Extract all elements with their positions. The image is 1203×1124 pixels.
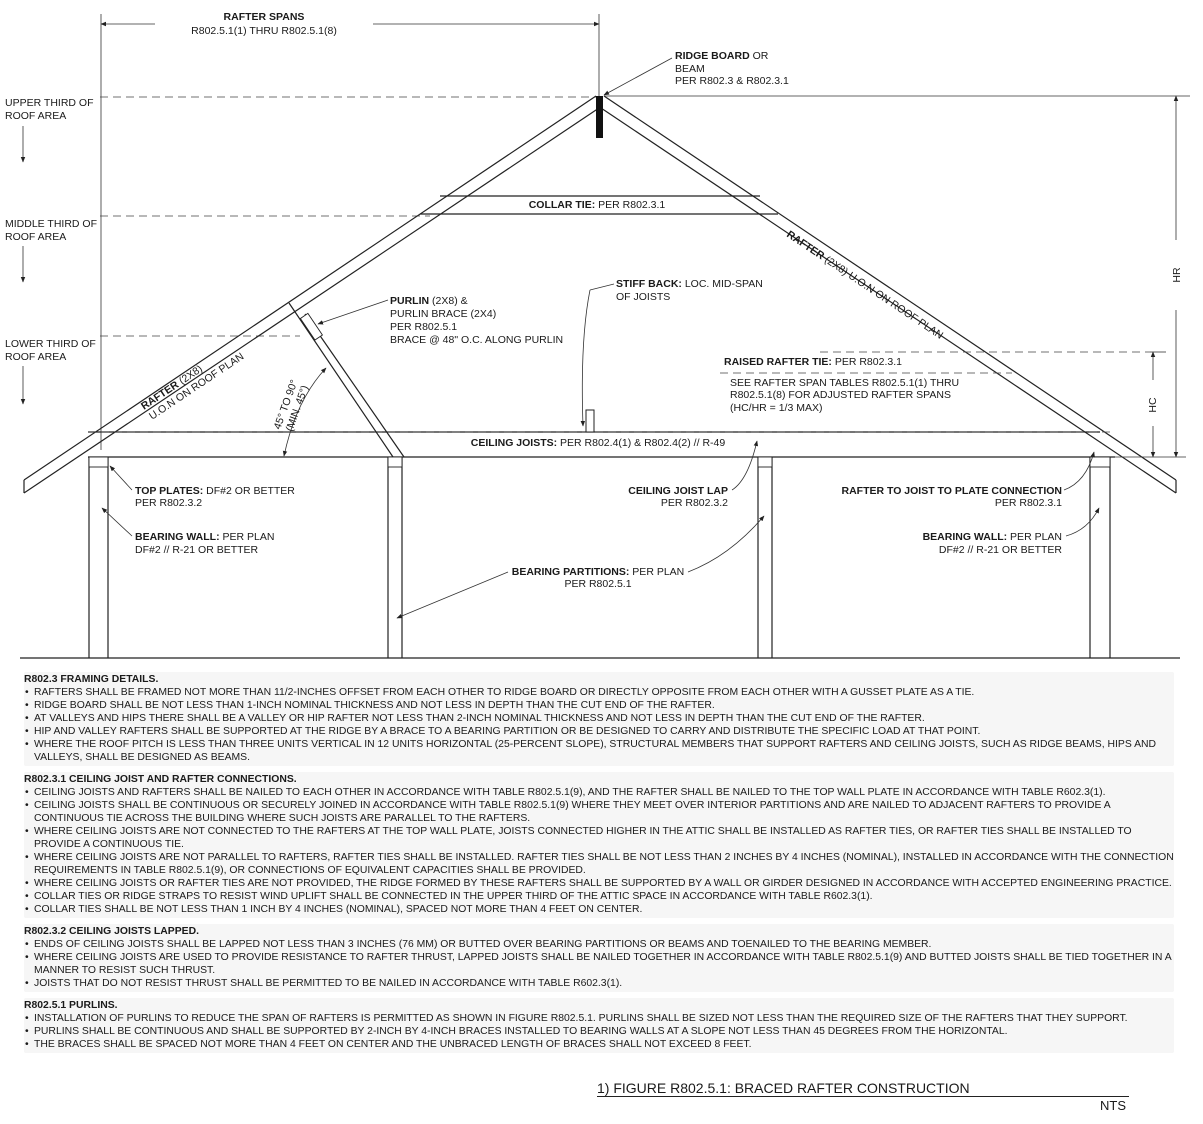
rafter-joist-connection-label-2: PER R802.3.1 xyxy=(995,497,1062,509)
section-joist-rafter-connections: R802.3.1 CEILING JOIST AND RAFTER CONNEC… xyxy=(24,772,1174,918)
height-dimensions: HR HC xyxy=(604,95,1190,458)
list-item: HIP AND VALLEY RAFTERS SHALL BE SUPPORTE… xyxy=(24,725,1174,738)
figure-title-underline xyxy=(597,1096,1129,1097)
bearing-wall-left-callout: BEARING WALL: PER PLAN DF#2 // R-21 OR B… xyxy=(101,507,274,556)
collar-tie: COLLAR TIE: PER R802.3.1 xyxy=(420,195,778,215)
figure-title: 1) FIGURE R802.5.1: BRACED RAFTER CONSTR… xyxy=(597,1080,970,1096)
raised-rafter-tie-callout: RAISED RAFTER TIE: PER R802.3.1 SEE RAFT… xyxy=(722,354,964,416)
rafter-spans-title: RAFTER SPANS xyxy=(224,11,305,23)
hr-label: HR xyxy=(1171,267,1183,283)
ridge-board xyxy=(596,96,603,138)
raised-rafter-tie-label: RAISED RAFTER TIE: PER R802.3.1 xyxy=(724,356,902,368)
brace-angle-callout: 45° TO 90° (MIN. 45°) xyxy=(272,367,327,457)
purlin-brace xyxy=(288,302,405,458)
rafter-spans-dimension: RAFTER SPANS R802.5.1(1) THRU R802.5.1(8… xyxy=(100,7,600,450)
collar-tie-label: COLLAR TIE: PER R802.3.1 xyxy=(529,199,666,211)
rafter-section-drawing: RAFTER SPANS R802.5.1(1) THRU R802.5.1(8… xyxy=(5,7,1190,659)
section-purlins: R802.5.1 PURLINS. INSTALLATION OF PURLIN… xyxy=(24,998,1174,1053)
rafter-left-callout: RAFTER (2X8) U.O.N ON ROOF PLAN xyxy=(139,351,246,423)
roof-rafters xyxy=(23,95,1177,494)
upper-third-label-1: UPPER THIRD OF xyxy=(5,97,93,109)
list-item: JOISTS THAT DO NOT RESIST THRUST SHALL B… xyxy=(24,977,1174,990)
nts-label: NTS xyxy=(1100,1098,1126,1113)
walls xyxy=(20,456,1180,659)
middle-third-label-2: ROOF AREA xyxy=(5,231,66,243)
purlin-callout: PURLIN (2X8) & PURLIN BRACE (2X4) PER R8… xyxy=(317,295,563,346)
section-title: R802.3.2 CEILING JOISTS LAPPED. xyxy=(24,926,199,937)
section-framing-details: R802.3 FRAMING DETAILS. RAFTERS SHALL BE… xyxy=(24,672,1174,766)
list-item: INSTALLATION OF PURLINS TO REDUCE THE SP… xyxy=(24,1012,1174,1025)
ceiling-joists: CEILING JOISTS: PER R802.4(1) & R802.4(2… xyxy=(88,431,1115,458)
raised-rafter-tie-label-4: (HC/HR = 1/3 MAX) xyxy=(730,402,822,414)
ridge-board-label-3: PER R802.3 & R802.3.1 xyxy=(675,75,789,87)
stiff-back-label-2: OF JOISTS xyxy=(616,291,670,303)
purlin-label-4: BRACE @ 48" O.C. ALONG PURLIN xyxy=(390,334,563,346)
code-notes: R802.3 FRAMING DETAILS. RAFTERS SHALL BE… xyxy=(24,672,1174,1059)
rafter-joist-connection-callout: RAFTER TO JOIST TO PLATE CONNECTION PER … xyxy=(841,451,1095,509)
list-item: AT VALLEYS AND HIPS THERE SHALL BE A VAL… xyxy=(24,712,1174,725)
top-plates-callout: TOP PLATES: DF#2 OR BETTER PER R802.3.2 xyxy=(109,465,295,509)
raised-rafter-tie xyxy=(720,351,1150,374)
list-item: COLLAR TIES OR RIDGE STRAPS TO RESIST WI… xyxy=(24,890,1174,903)
list-item: WHERE CEILING JOISTS OR RAFTER TIES ARE … xyxy=(24,877,1174,890)
section-title: R802.3 FRAMING DETAILS. xyxy=(24,674,159,685)
list-item: THE BRACES SHALL BE SPACED NOT MORE THAN… xyxy=(24,1038,1174,1051)
list-item: WHERE CEILING JOISTS ARE USED TO PROVIDE… xyxy=(24,951,1174,977)
ridge-board-label-2: BEAM xyxy=(675,63,705,75)
bearing-partitions-label-2: PER R802.5.1 xyxy=(564,578,631,590)
purlin-label-2: PURLIN BRACE (2X4) xyxy=(390,308,496,320)
stiff-back-label: STIFF BACK: LOC. MID-SPAN xyxy=(616,278,763,290)
ceiling-joists-label: CEILING JOISTS: PER R802.4(1) & R802.4(2… xyxy=(471,437,726,449)
bearing-partitions-label: BEARING PARTITIONS: PER PLAN xyxy=(512,566,685,578)
upper-third-label-2: ROOF AREA xyxy=(5,110,66,122)
hc-label: HC xyxy=(1147,397,1159,413)
purlin-label: PURLIN (2X8) & xyxy=(390,295,468,307)
bearing-wall-left-label: BEARING WALL: PER PLAN xyxy=(135,531,274,543)
list-item: PURLINS SHALL BE CONTINUOUS AND SHALL BE… xyxy=(24,1025,1174,1038)
list-item: WHERE CEILING JOISTS ARE NOT PARALLEL TO… xyxy=(24,851,1174,877)
middle-third-label-1: MIDDLE THIRD OF xyxy=(5,218,97,230)
list-item: WHERE CEILING JOISTS ARE NOT CONNECTED T… xyxy=(24,825,1174,851)
section-title: R802.5.1 PURLINS. xyxy=(24,1000,118,1011)
list-item: WHERE THE ROOF PITCH IS LESS THAN THREE … xyxy=(24,738,1174,764)
stiff-back xyxy=(580,283,615,433)
bearing-wall-left-label-2: DF#2 // R-21 OR BETTER xyxy=(135,544,259,556)
list-item: CEILING JOISTS SHALL BE CONTINUOUS OR SE… xyxy=(24,799,1174,825)
section-joists-lapped: R802.3.2 CEILING JOISTS LAPPED. ENDS OF … xyxy=(24,924,1174,992)
lower-third-label-1: LOWER THIRD OF xyxy=(5,338,96,350)
ceiling-joist-lap-callout: CEILING JOIST LAP PER R802.3.2 xyxy=(628,440,759,509)
list-item: RAFTERS SHALL BE FRAMED NOT MORE THAN 11… xyxy=(24,686,1174,699)
bearing-partitions-callout: BEARING PARTITIONS: PER PLAN PER R802.5.… xyxy=(396,515,765,619)
ceiling-joist-lap-label: CEILING JOIST LAP xyxy=(628,485,728,497)
bearing-wall-right-label: BEARING WALL: PER PLAN xyxy=(923,531,1062,543)
list-item: COLLAR TIES SHALL BE NOT LESS THAN 1 INC… xyxy=(24,903,1174,916)
ceiling-joist-lap-label-2: PER R802.3.2 xyxy=(661,497,728,509)
top-plates-label-2: PER R802.3.2 xyxy=(135,497,202,509)
top-plates-label: TOP PLATES: DF#2 OR BETTER xyxy=(135,485,295,497)
raised-rafter-tie-label-3: R802.5.1(8) FOR ADJUSTED RAFTER SPANS xyxy=(730,389,951,401)
ridge-board-label: RIDGE BOARD OR xyxy=(675,50,769,62)
ridge-board-callout: RIDGE BOARD OR BEAM PER R802.3 & R802.3.… xyxy=(603,50,789,96)
purlin-label-3: PER R802.5.1 xyxy=(390,321,457,333)
raised-rafter-tie-label-2: SEE RAFTER SPAN TABLES R802.5.1(1) THRU xyxy=(730,377,959,389)
list-item: ENDS OF CEILING JOISTS SHALL BE LAPPED N… xyxy=(24,938,1174,951)
section-title: R802.3.1 CEILING JOIST AND RAFTER CONNEC… xyxy=(24,774,297,785)
bearing-wall-right-label-2: DF#2 // R-21 OR BETTER xyxy=(939,544,1063,556)
roof-third-zones: UPPER THIRD OF ROOF AREA MIDDLE THIRD OF… xyxy=(5,96,596,405)
list-item: CEILING JOISTS AND RAFTERS SHALL BE NAIL… xyxy=(24,786,1174,799)
lower-third-label-2: ROOF AREA xyxy=(5,351,66,363)
rafter-joist-connection-label: RAFTER TO JOIST TO PLATE CONNECTION xyxy=(841,485,1062,497)
rafter-right-label: RAFTER (2X8) U.O.N ON ROOF PLAN xyxy=(784,229,945,342)
bearing-wall-right-callout: BEARING WALL: PER PLAN DF#2 // R-21 OR B… xyxy=(923,507,1100,556)
list-item: RIDGE BOARD SHALL BE NOT LESS THAN 1-INC… xyxy=(24,699,1174,712)
rafter-spans-ref: R802.5.1(1) THRU R802.5.1(8) xyxy=(191,25,337,37)
